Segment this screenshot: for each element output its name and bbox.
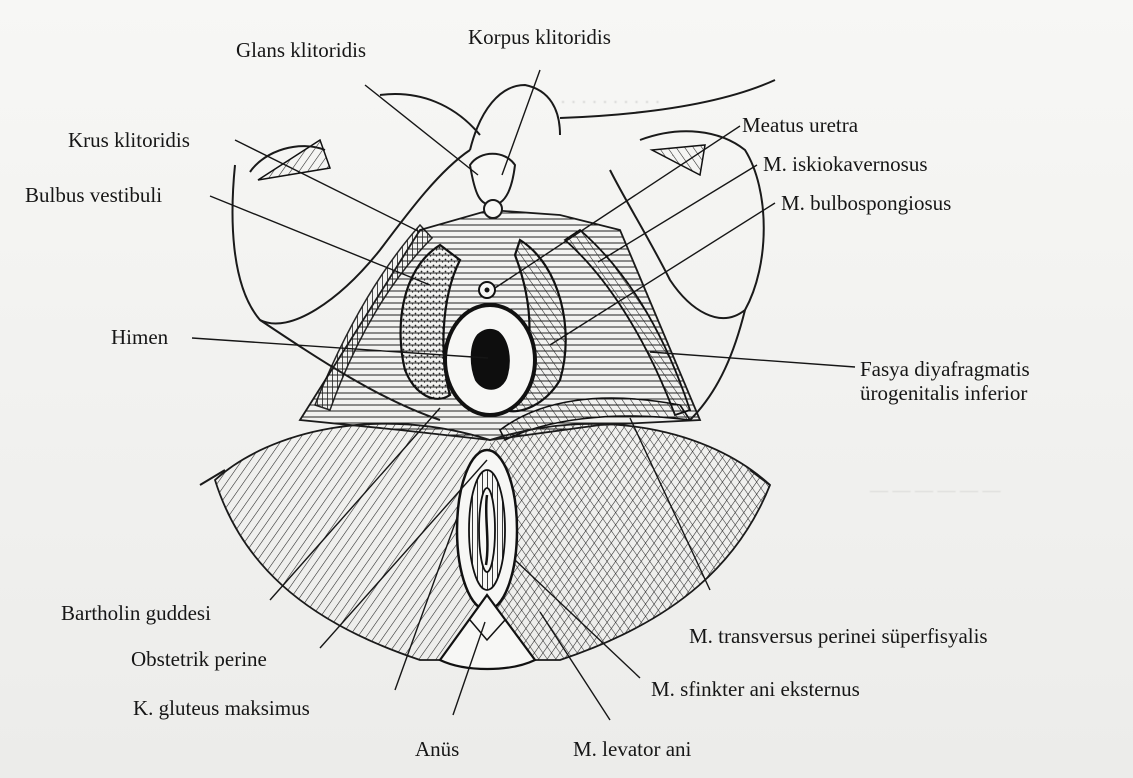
label-meatus-uretra: Meatus uretra xyxy=(742,113,858,137)
label-krus-klitoridis: Krus klitoridis xyxy=(68,128,190,152)
label-m-bulbospongiosus: M. bulbospongiosus xyxy=(781,191,951,215)
label-bulbus-vestibuli: Bulbus vestibuli xyxy=(25,183,162,207)
label-himen: Himen xyxy=(111,325,168,349)
label-korpus-klitoridis: Korpus klitoridis xyxy=(468,25,611,49)
muscle-tuft-right xyxy=(652,145,705,175)
label-glans-klitoridis: Glans klitoridis xyxy=(236,38,366,62)
label-fasya-line-1: Fasya diyafragmatis xyxy=(860,357,1030,381)
clitoris xyxy=(470,154,515,205)
label-bartholin-guddesi: Bartholin guddesi xyxy=(61,601,211,625)
label-k-gluteus-maksimus: K. gluteus maksimus xyxy=(133,696,310,720)
hymen-opening xyxy=(472,330,509,389)
label-m-levator-ani: M. levator ani xyxy=(573,737,691,761)
label-obstetrik-perine: Obstetrik perine xyxy=(131,647,267,671)
label-m-iskiokavernosus: M. iskiokavernosus xyxy=(763,152,928,176)
label-m-sfinkter-ani: M. sfinkter ani eksternus xyxy=(651,677,860,701)
label-anus: Anüs xyxy=(415,737,459,761)
label-fasya-diyafragmatis: Fasya diyafragmatis ürogenitalis inferio… xyxy=(860,357,1030,405)
label-fasya-line-2: ürogenitalis inferior xyxy=(860,381,1030,405)
label-m-transversus-perinei: M. transversus perinei süperfisyalis xyxy=(689,624,988,648)
